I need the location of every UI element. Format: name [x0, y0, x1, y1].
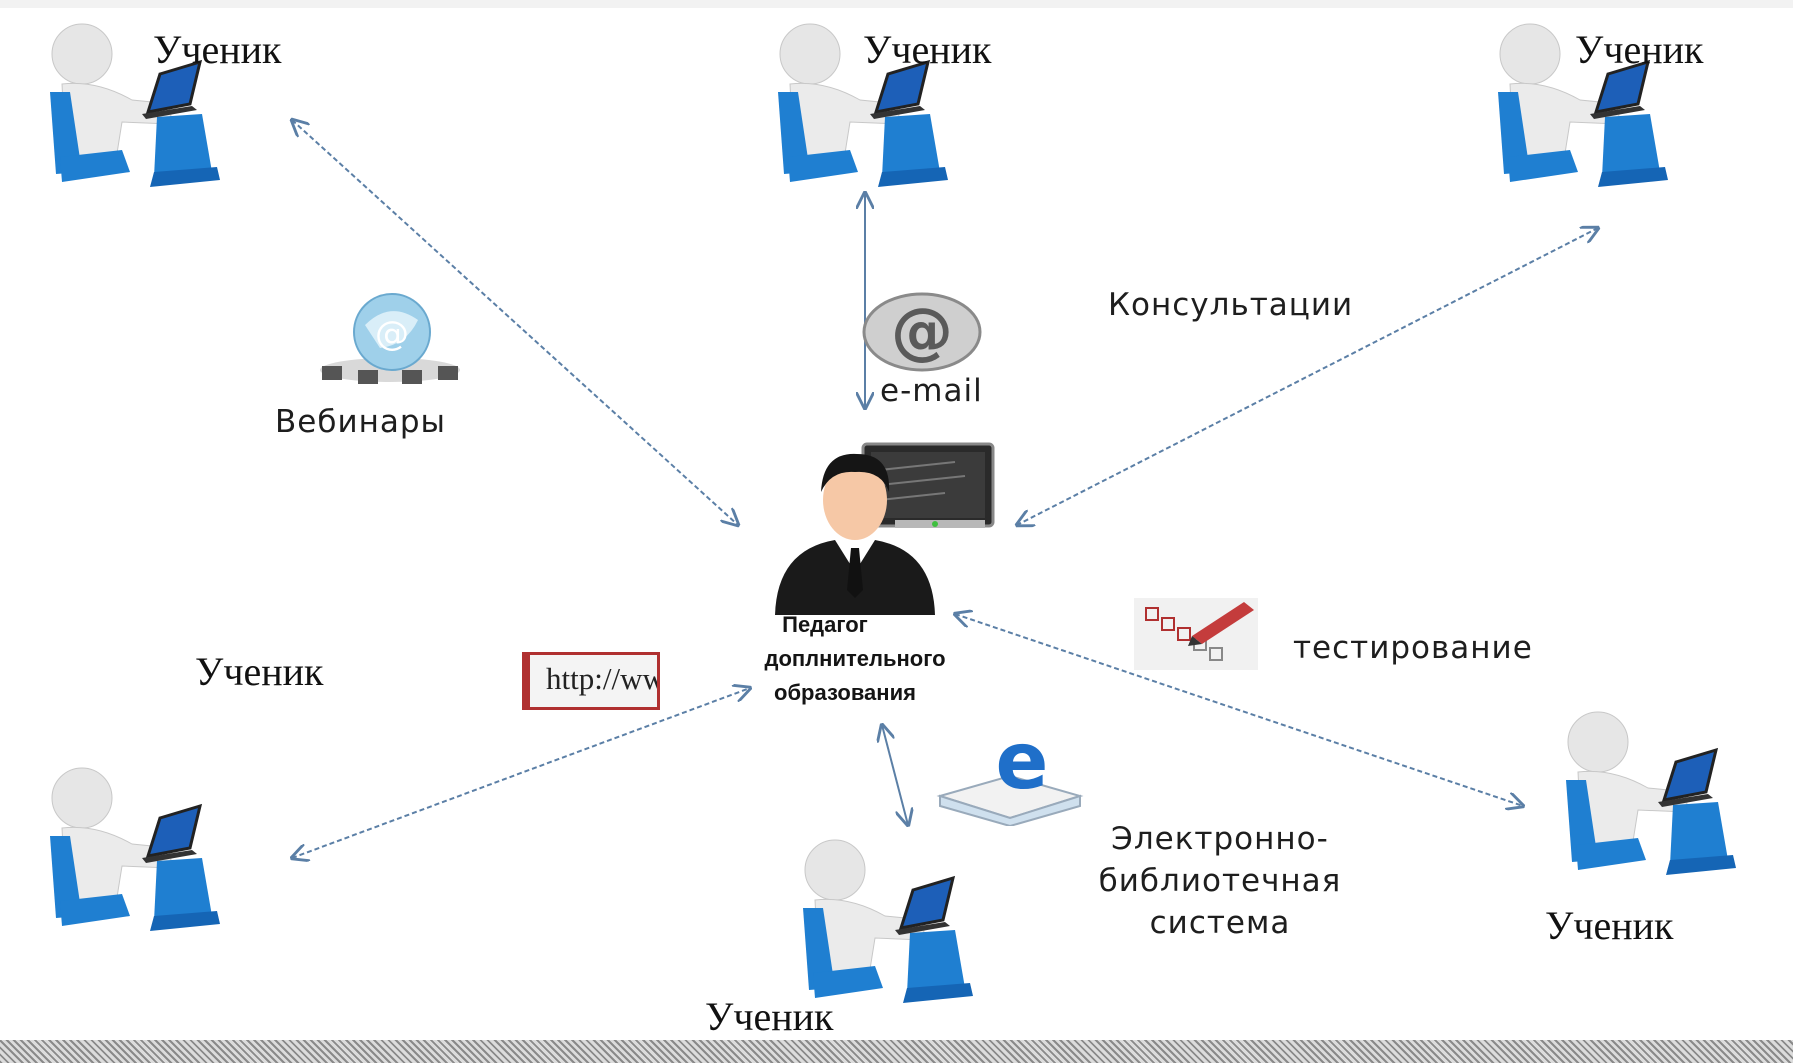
arrow-student-bottom	[882, 725, 908, 825]
top-border	[0, 0, 1793, 8]
student-label-left: Ученик	[195, 649, 324, 694]
svg-text:e: e	[996, 726, 1049, 807]
email-label: e-mail	[880, 373, 983, 409]
svg-text:@: @	[375, 314, 409, 354]
http-sign-text: http://www.	[546, 661, 657, 696]
testing-label: тестирование	[1293, 630, 1533, 666]
student-figure-icon	[50, 767, 220, 931]
arrow-student-top-left	[292, 120, 738, 525]
student-figure-icon	[803, 839, 973, 1003]
student-label-bottom: Ученик	[705, 994, 834, 1039]
library-label-line1: Электронно-	[1111, 821, 1329, 857]
teacher-label-line2: доплнительного	[764, 646, 946, 671]
consultations-label: Консультации	[1108, 287, 1354, 323]
library-label: Электронно- библиотечная система	[1085, 818, 1355, 944]
svg-text:@: @	[891, 294, 953, 367]
student-figure-icon	[50, 23, 220, 187]
webinar-globe-icon: @	[320, 293, 460, 384]
library-label-line2: библиотечная	[1098, 863, 1342, 899]
student-label-top-right: Ученик	[1575, 27, 1704, 72]
teacher-label-line3: образования	[774, 680, 916, 705]
student-figure-icon	[1498, 23, 1668, 187]
webinars-label: Вебинары	[275, 404, 447, 440]
teacher-label-line1: Педагог	[782, 612, 868, 637]
email-at-icon: @	[862, 292, 982, 372]
arrow-student-right	[955, 614, 1523, 806]
student-figure-icon	[1566, 711, 1736, 875]
ie-book-icon: e	[936, 726, 1084, 826]
bottom-hatched-border	[0, 1040, 1793, 1063]
teacher-label: Педагог доплнительного образования	[735, 608, 975, 710]
library-label-line3: система	[1149, 905, 1291, 941]
student-label-top-center: Ученик	[863, 27, 992, 72]
arrow-student-left	[292, 688, 750, 858]
http-sign-icon: http://www.	[522, 652, 660, 710]
arrow-student-top-right	[1017, 228, 1598, 525]
student-label-top-left: Ученик	[153, 27, 282, 72]
student-figure-icon	[778, 23, 948, 187]
checklist-icon	[1134, 598, 1258, 670]
teacher-icon	[775, 442, 995, 615]
student-label-right: Ученик	[1545, 903, 1674, 948]
